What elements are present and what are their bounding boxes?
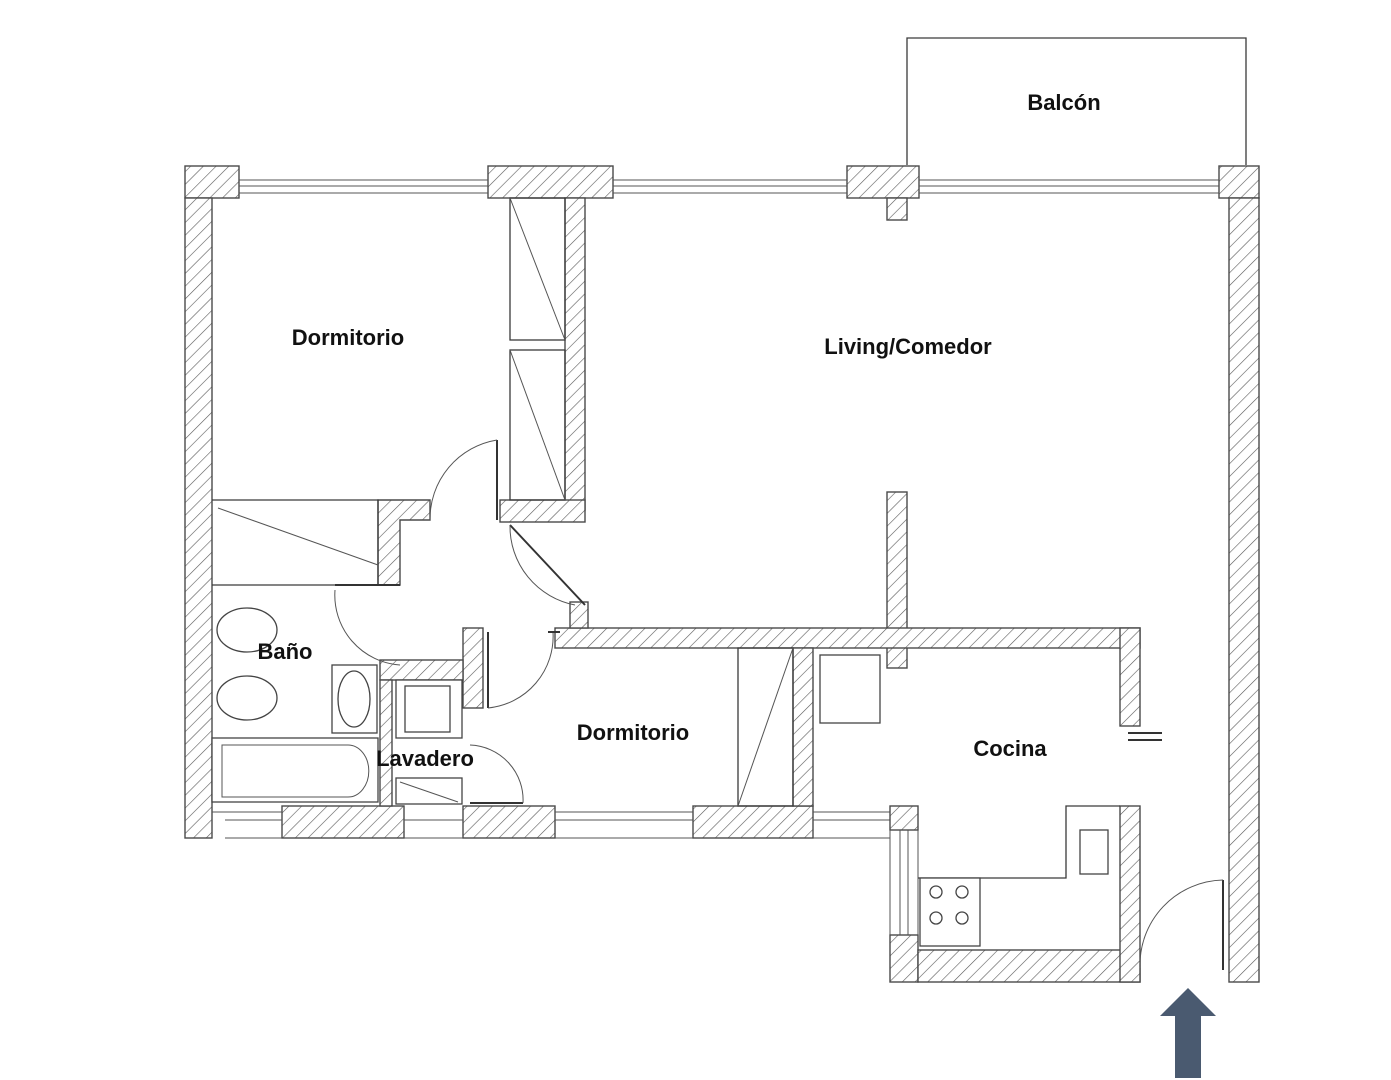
closets <box>212 197 794 807</box>
kitchen-sink-icon <box>1079 829 1109 875</box>
door-dormitorio-2 <box>487 631 560 709</box>
window-bottom-right <box>813 811 890 839</box>
fridge-icon <box>819 654 881 724</box>
room-label-balcon: Balcón <box>1027 90 1100 115</box>
kitchen-opening <box>1128 732 1162 741</box>
stove-icon <box>919 877 981 947</box>
window-bottom-dormitorio <box>555 811 693 839</box>
bidet-icon <box>216 675 278 721</box>
bathroom-fixtures <box>211 607 379 803</box>
kitchen-fixtures <box>819 654 1120 947</box>
door-lavadero <box>469 744 524 804</box>
arrow-up-icon <box>1160 988 1216 1078</box>
window-kitchen-side <box>889 830 919 935</box>
room-label-dormitorio-2: Dormitorio <box>577 720 689 745</box>
window-top-right <box>919 179 1219 194</box>
kitchen-counter <box>918 805 1120 879</box>
room-label-cocina: Cocina <box>973 736 1047 761</box>
window-top-middle <box>613 179 847 194</box>
balcony <box>906 37 1247 165</box>
doors <box>334 439 1224 970</box>
window-top-left <box>239 179 488 194</box>
room-label-dormitorio-1: Dormitorio <box>292 325 404 350</box>
interior-walls <box>377 197 1141 807</box>
room-label-living: Living/Comedor <box>824 334 992 359</box>
sink-icon <box>216 607 278 653</box>
room-label-bano: Baño <box>258 639 313 664</box>
laundry-fixtures <box>395 679 463 805</box>
door-living <box>509 524 586 606</box>
door-dormitorio-1 <box>429 439 498 521</box>
bathtub-icon <box>211 737 379 803</box>
room-label-lavadero: Lavadero <box>376 746 474 771</box>
window-bottom-lavadero <box>404 819 463 839</box>
window-bottom-bano <box>212 811 282 839</box>
door-entrance <box>1139 879 1224 970</box>
exterior-walls <box>184 165 1260 983</box>
door-bano <box>334 584 401 666</box>
